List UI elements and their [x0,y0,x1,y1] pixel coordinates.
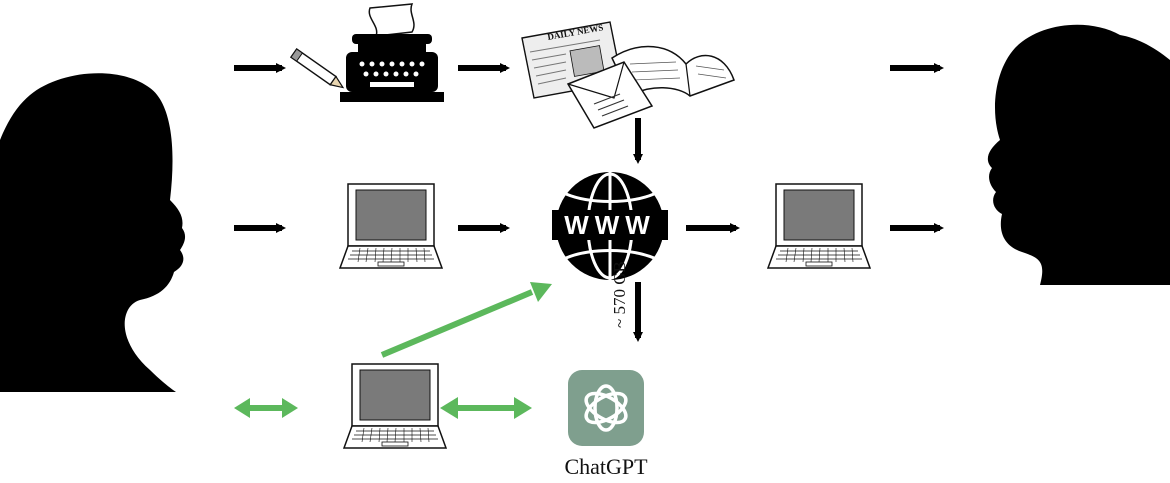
laptop-icon [343,363,447,449]
book-icon [611,45,735,98]
typewriter-icon [340,3,444,102]
data-size-label: ~ 570 GB [610,261,629,328]
chatgpt-label: ChatGPT [564,454,648,479]
head-silhouette-icon [0,73,186,392]
chatgpt-logo-icon [568,370,644,446]
globe-www-icon: WWW [552,172,668,280]
laptop-icon [339,183,443,269]
head-silhouette-icon [987,24,1170,285]
green-double-arrow-1 [234,398,298,418]
green-double-arrow-2 [440,397,532,419]
green-arrow-laptop-to-www [380,289,534,358]
svg-text:WWW: WWW [564,210,656,240]
envelope-icon [566,61,654,129]
laptop-icon [767,183,871,269]
pencil-icon [289,48,345,89]
